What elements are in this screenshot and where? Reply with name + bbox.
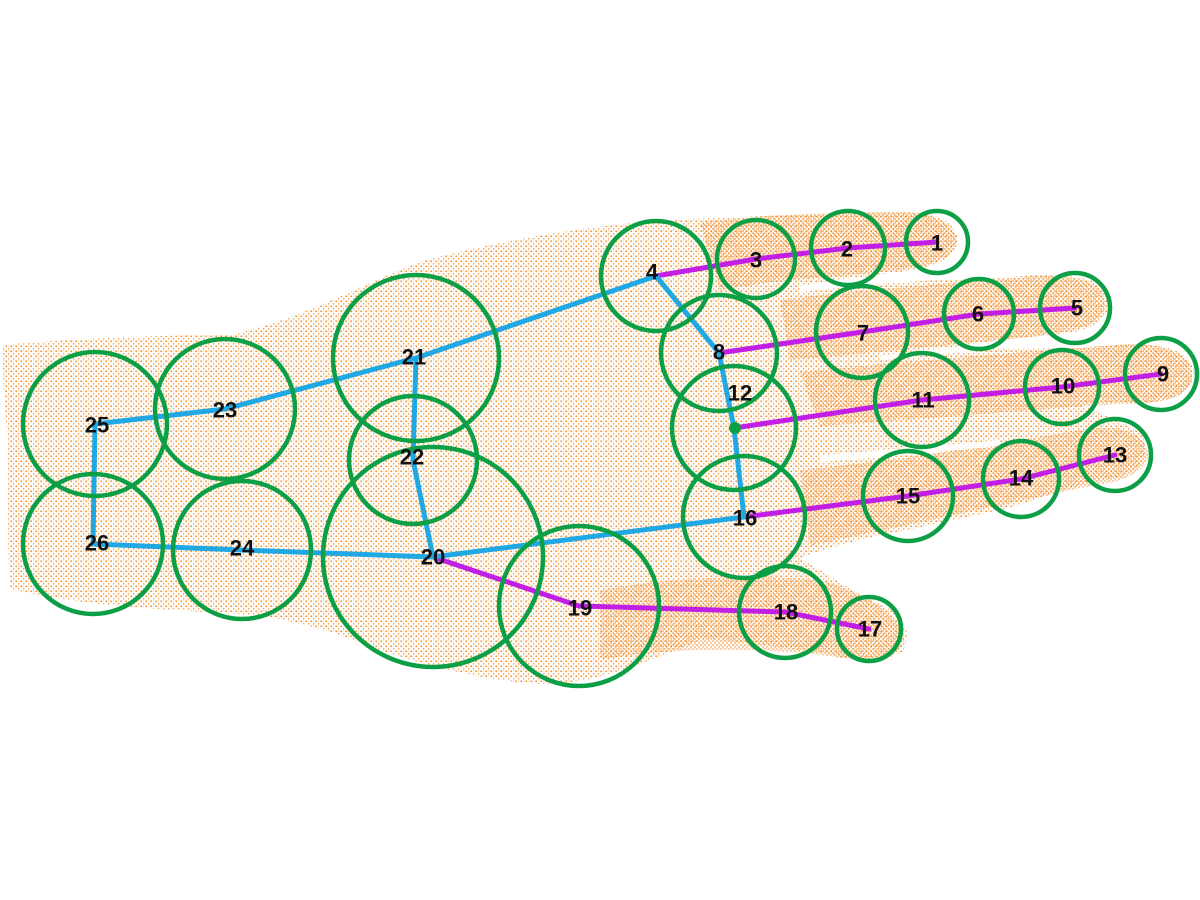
joint-label-22: 22 [400,445,424,470]
joint-label-15: 15 [896,484,920,509]
joint-sphere-4 [598,218,714,334]
joint-sphere-13 [1076,416,1154,494]
joint-label-21: 21 [402,345,426,370]
edge-17-18 [782,609,872,632]
edge-9-10 [1059,371,1164,390]
edge-10-11 [919,384,1065,403]
joint-sphere-9 [1122,335,1200,413]
joint-sphere-11 [872,350,972,450]
joint-sphere-14 [980,438,1062,520]
joint-sphere-7 [813,283,911,381]
joint-label-3: 3 [750,248,762,273]
joint-sphere-20 [320,444,546,670]
joint-label-17: 17 [858,617,882,642]
joint-sphere-5 [1037,270,1113,346]
joint-sphere-3 [714,217,798,301]
joint-label-7: 7 [857,321,869,346]
edge-7-8 [716,329,865,356]
joint-sphere-22 [346,393,480,527]
edge-15-16 [741,493,911,520]
edge-14-15 [905,476,1024,499]
edge-23-25 [92,406,228,427]
edge-4-21 [413,273,659,361]
joint-sphere-1 [903,208,971,276]
edge-12-16 [731,425,747,520]
joint-sphere-16 [680,453,808,581]
joint-sphere-12 [669,363,799,493]
joint-label-26: 26 [85,531,109,556]
edge-5-6 [976,305,1078,317]
edge-11-12 [731,397,925,431]
joint-label-1: 1 [931,231,943,256]
joint-sphere-26 [20,471,166,617]
joint-sphere-25 [20,349,170,499]
joint-label-18: 18 [774,600,798,625]
joint-sphere-10 [1022,347,1102,427]
joint-label-12: 12 [728,381,752,406]
edge-13-14 [1018,452,1118,482]
edge-19-20 [430,554,582,609]
joint-label-20: 20 [421,545,445,570]
joint-label-13: 13 [1103,443,1127,468]
joint-sphere-6 [941,276,1017,352]
joint-label-25: 25 [85,413,109,438]
joint-label-8: 8 [713,340,725,365]
edge-24-20 [239,547,436,560]
joint-label-11: 11 [911,388,934,413]
joint-label-24: 24 [230,536,255,561]
joint-label-9: 9 [1157,362,1169,387]
edge-2-3 [753,245,851,262]
hand-point-cloud [2,212,1194,685]
edge-16-20 [430,514,747,560]
joint-sphere-2 [808,208,888,288]
joint-sphere-19 [496,523,662,689]
joint-sphere-17 [834,594,904,664]
joint-label-23: 23 [213,398,237,423]
skeleton-edges [90,239,1164,632]
joint-sphere-18 [736,563,834,661]
finger-gap-1 [800,273,940,292]
joint-sphere-8 [658,292,780,414]
edge-21-23 [222,355,419,412]
edge-3-4 [653,256,759,279]
joint-label-19: 19 [568,596,592,621]
joint-label-6: 6 [972,302,984,327]
edge-25-26 [90,421,98,547]
edge-4-8 [653,273,722,356]
joint-spheres [20,208,1200,689]
joint-label-2: 2 [841,237,853,262]
joint-label-4: 4 [646,260,659,285]
joint-label-10: 10 [1051,374,1075,399]
edge-18-19 [576,603,788,615]
joint-sphere-15 [860,448,956,544]
joint-labels: 1234567891011121314151617181920212223242… [85,231,1169,642]
joint-sphere-21 [330,272,502,444]
edge-22-20 [410,457,436,560]
joint-sphere-24 [170,478,314,622]
edge-1-2 [845,239,940,251]
palm-center-dot [729,422,741,434]
edge-26-24 [90,541,245,553]
joint-sphere-23 [152,336,298,482]
edge-6-7 [859,311,982,335]
joint-label-14: 14 [1009,466,1034,491]
joint-label-16: 16 [733,506,757,531]
joint-label-5: 5 [1071,296,1083,321]
